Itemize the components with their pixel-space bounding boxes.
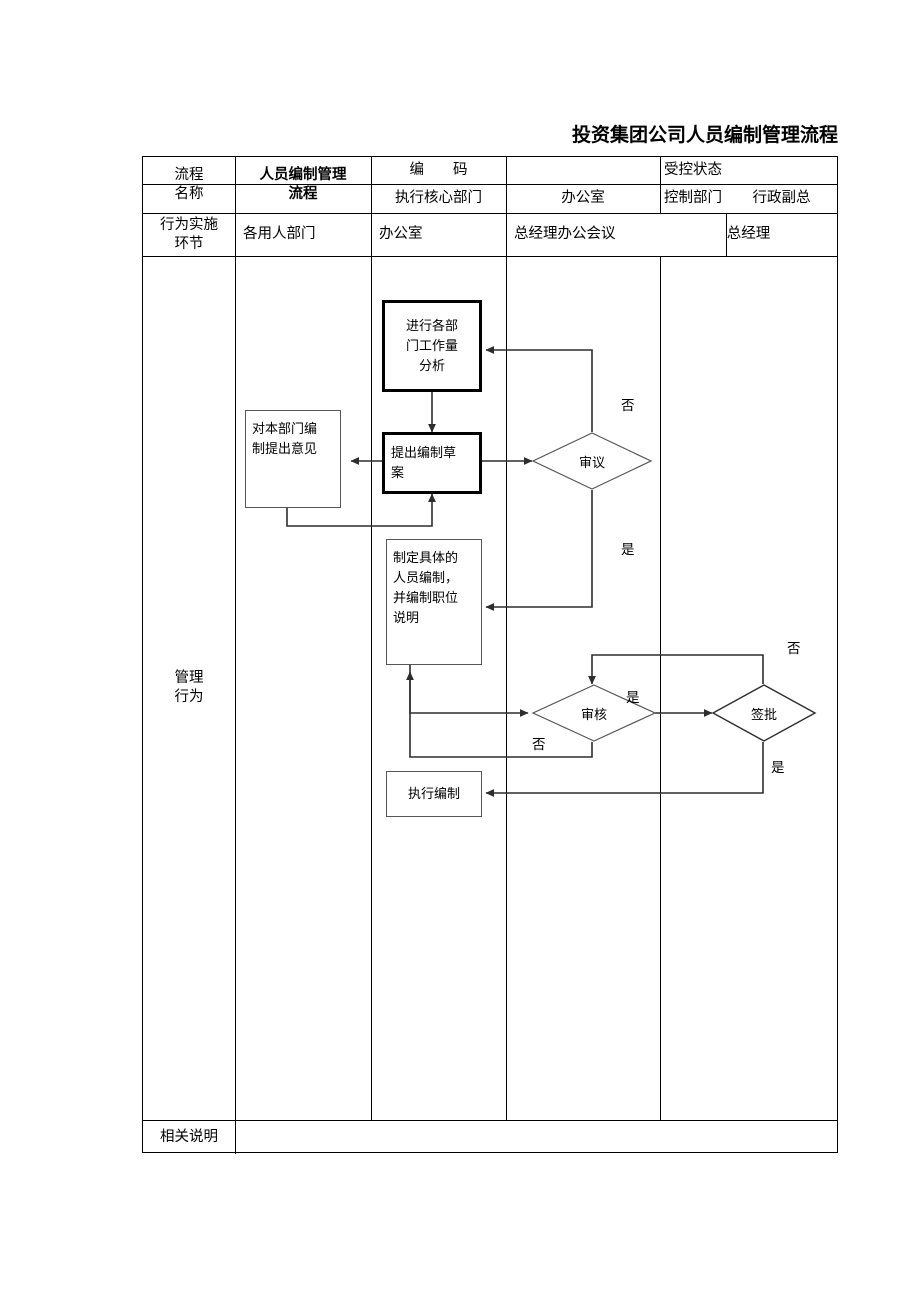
- header-cell-control-dept: 控制部门: [664, 190, 722, 206]
- table-vrule: [506, 157, 507, 1120]
- edge-label-review2-no: 否: [532, 737, 546, 752]
- table-vrule: [371, 157, 372, 1120]
- body-label-management-behavior: 管理 行为: [174, 670, 204, 705]
- table-hrule: [143, 213, 837, 214]
- flow-node-review1-label: 审议: [578, 454, 605, 470]
- footer-value-remarks: [235, 1120, 845, 1154]
- page-title: 投资集团公司人员编制管理流程: [571, 125, 838, 146]
- edge-label-approve-yes: 是: [771, 760, 785, 775]
- edge-label-review2-yes: 是: [626, 690, 640, 705]
- lane-header-office: 办公室: [379, 226, 423, 242]
- table-vrule: [235, 157, 236, 1120]
- header-cell-core-dept: 执行核心部门: [395, 190, 482, 206]
- header-cell-code-value: [506, 157, 660, 184]
- table-vrule: [660, 256, 661, 1120]
- lane-header-gm-meeting: 总经理办公会议: [514, 226, 616, 242]
- edge-label-approve-no: 否: [787, 641, 801, 656]
- table-vrule: [726, 213, 727, 256]
- flow-node-execute[interactable]: 执行编制: [386, 771, 482, 817]
- flow-node-review1[interactable]: 审议: [531, 432, 653, 490]
- lane-header-depts: 各用人部门: [243, 226, 316, 242]
- flow-node-draft[interactable]: 提出编制草 案: [382, 432, 482, 494]
- table-vrule: [660, 157, 661, 213]
- flow-node-approve[interactable]: 签批: [711, 684, 817, 742]
- lane-header-gm: 总经理: [726, 226, 771, 242]
- edge-label-review1-yes: 是: [621, 542, 635, 557]
- footer-label-remarks: 相关说明: [160, 1128, 218, 1145]
- flow-table: 流程 名称 人员编制管理 流程 编 码 受控状态 执行核心部门 办公室 控制部门…: [142, 156, 838, 1154]
- flow-node-approve-label: 签批: [750, 706, 777, 722]
- table-hrule: [143, 256, 837, 257]
- flow-node-analysis[interactable]: 进行各部 门工作量 分析: [382, 300, 482, 392]
- table-vrule: [235, 1120, 236, 1154]
- edge-label-review1-no: 否: [621, 398, 635, 413]
- header-cell-code-label: 编 码: [409, 162, 468, 178]
- header-cell-office: 办公室: [561, 190, 605, 206]
- table-hrule: [143, 1120, 837, 1121]
- header-cell-process-name-value: 人员编制管理 流程: [259, 167, 347, 202]
- header-cell-admin-vp: 行政副总: [752, 190, 811, 206]
- flow-node-detail[interactable]: 制定具体的 人员编制， 并编制职位 说明: [386, 539, 482, 665]
- header-cell-controlled-status-value: [726, 157, 837, 184]
- flow-node-opinion[interactable]: 对本部门编 制提出意见: [245, 410, 341, 508]
- header-cell-controlled-status-label: 受控状态: [664, 162, 722, 178]
- lane-header-step-label: 行为实施 环节: [160, 216, 218, 252]
- header-cell-process-name-label: 流程 名称: [174, 167, 204, 202]
- table-hrule: [143, 184, 837, 185]
